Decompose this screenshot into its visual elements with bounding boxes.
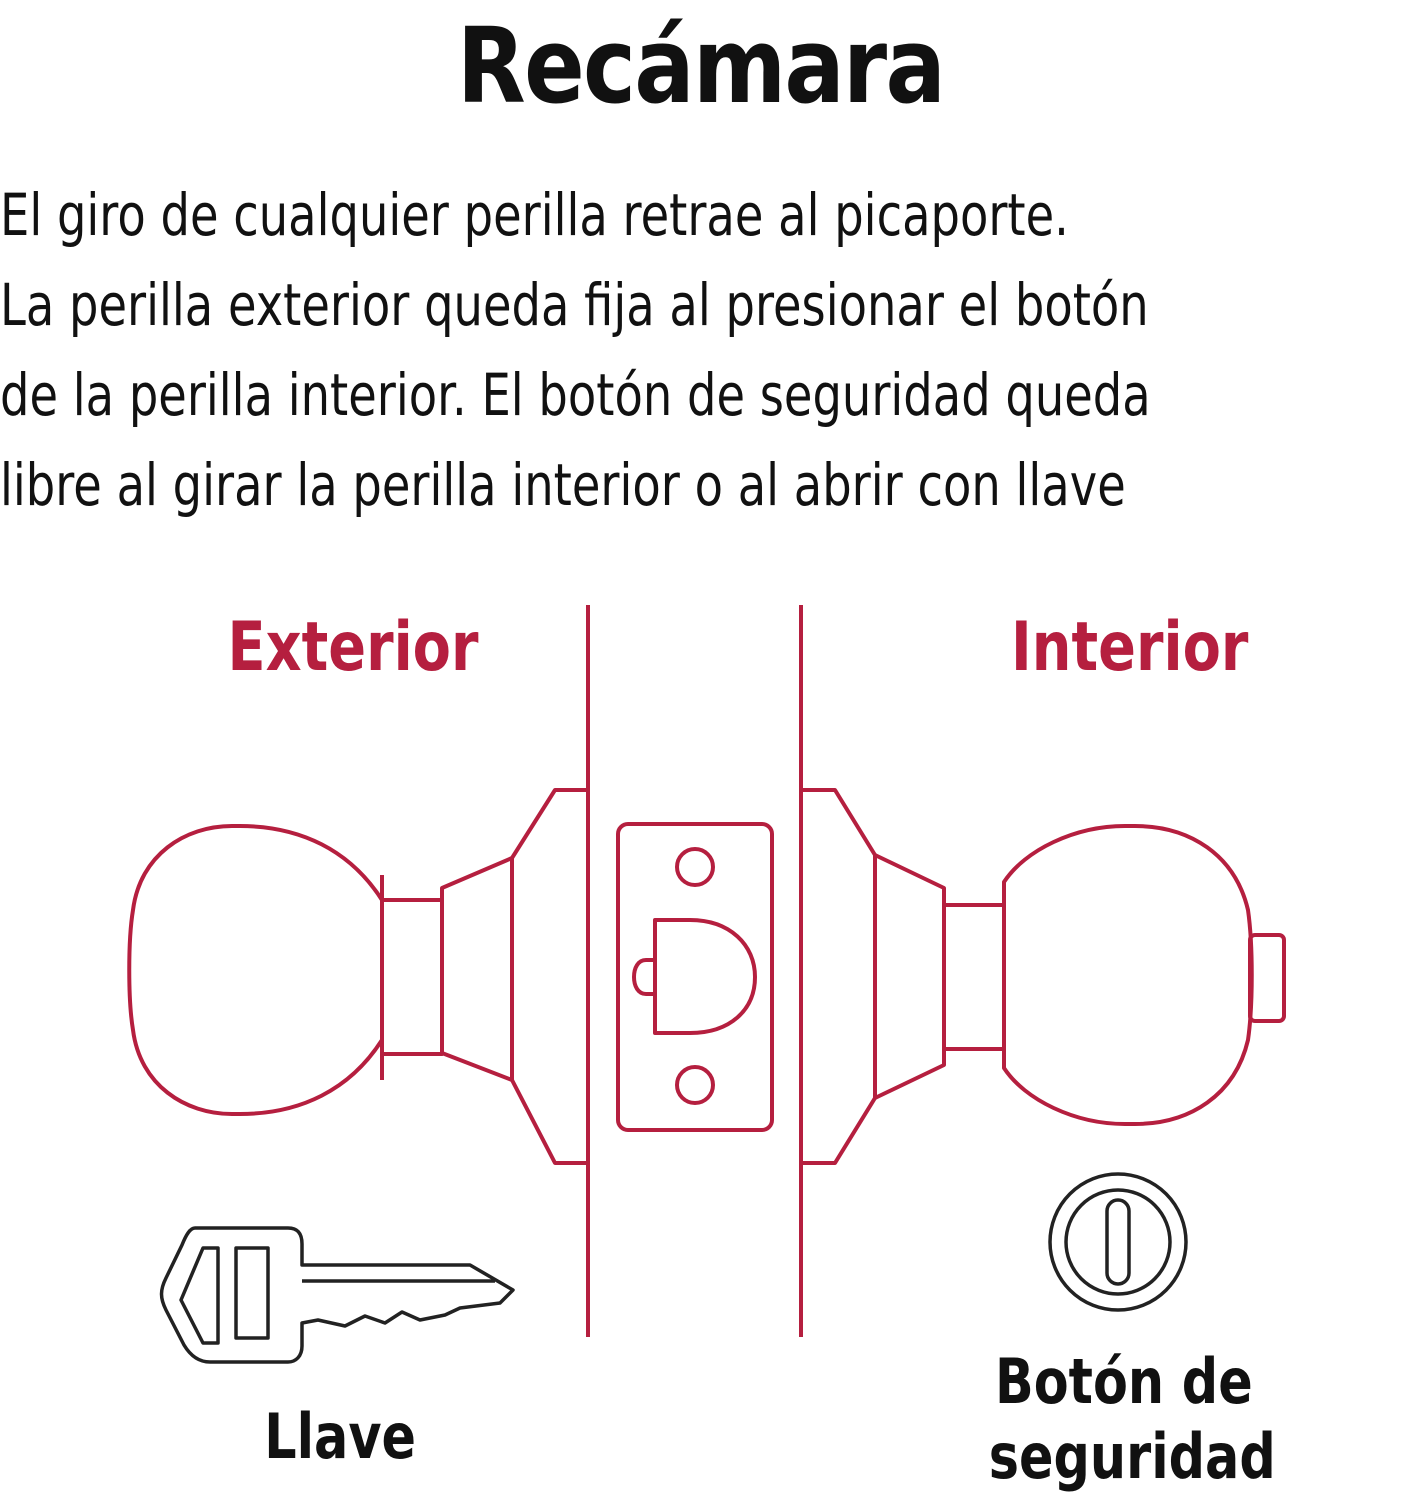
description-line-4: libre al girar la perilla interior o al … xyxy=(0,451,1126,519)
page-title: Recámara xyxy=(456,5,946,127)
key-label: Llave xyxy=(264,1400,416,1473)
description: El giro de cualquier perilla retrae al p… xyxy=(0,170,1151,530)
safety-button-label-line-1: Botón de xyxy=(995,1345,1253,1418)
interior-knob xyxy=(801,788,1286,1165)
safety-button-label-line-2: seguridad xyxy=(988,1420,1276,1493)
interior-label: Interior xyxy=(1011,608,1249,687)
exterior-knob xyxy=(127,788,590,1165)
description-line-2: La perilla exterior queda fija al presio… xyxy=(0,271,1149,339)
latch-plate xyxy=(616,822,774,1132)
description-line-3: de la perilla interior. El botón de segu… xyxy=(0,361,1151,429)
key-icon xyxy=(159,1226,515,1364)
description-line-1: El giro de cualquier perilla retrae al p… xyxy=(0,181,1069,249)
safety-button-icon xyxy=(1048,1172,1188,1312)
exterior-label: Exterior xyxy=(227,608,479,687)
